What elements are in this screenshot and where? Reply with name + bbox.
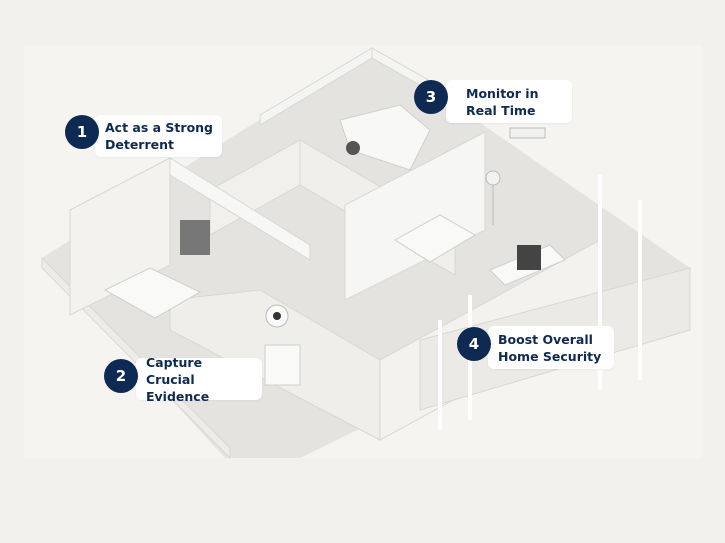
callout-line: Evidence <box>146 388 210 404</box>
callout-label: Monitor in Real Time <box>446 80 572 123</box>
callout-line: Boost Overall <box>498 331 593 347</box>
security-camera <box>509 127 546 139</box>
callout-label: Boost Overall Home Security <box>488 326 614 369</box>
callout-number-badge: 3 <box>414 80 448 114</box>
furniture <box>103 104 566 386</box>
callout-line: Real Time <box>466 102 536 118</box>
callout-line: Capture Crucial <box>146 354 203 387</box>
callout-number-badge: 4 <box>457 327 491 361</box>
callout-label: Act as a Strong Deterrent <box>95 115 222 157</box>
callout-number-badge: 2 <box>104 359 138 393</box>
lamp <box>485 170 501 186</box>
car-wheel <box>346 141 360 155</box>
callout-label: Capture Crucial Evidence <box>136 355 262 404</box>
tv <box>517 245 541 270</box>
callout-line: Act as a Strong <box>105 120 214 135</box>
callout-line: Home Security <box>498 348 602 364</box>
callout-line: Monitor in <box>466 85 539 101</box>
callout-line: Deterrent <box>105 137 174 152</box>
safe <box>180 220 210 255</box>
callout-number-badge: 1 <box>65 115 99 149</box>
